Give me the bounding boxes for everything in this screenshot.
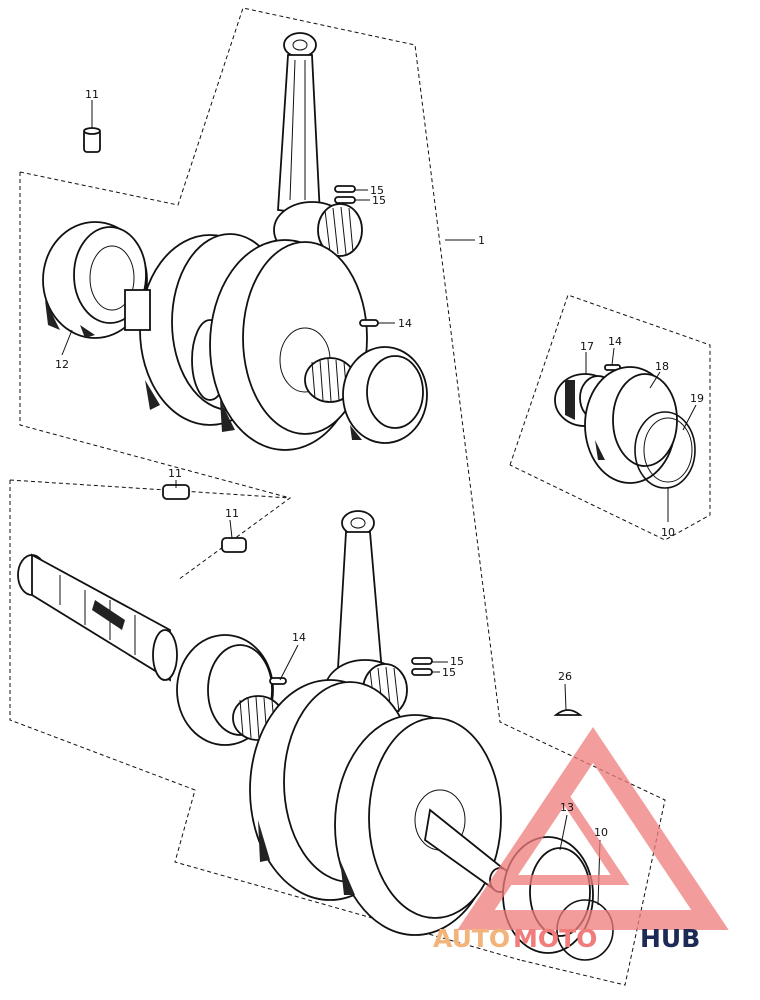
watermark-hub-text: HUB	[640, 924, 700, 953]
callout-14-right: 14	[608, 335, 622, 348]
callout-14-upper: 14	[398, 317, 412, 330]
key-14-upper	[359, 319, 379, 327]
pin-15-lower	[411, 657, 433, 676]
bearing-group-outline	[509, 294, 711, 541]
assembly-outline-lower	[9, 479, 521, 961]
callout-17: 17	[580, 340, 594, 353]
callout-19: 19	[690, 392, 704, 405]
watermark-inner-triangle-icon	[490, 780, 630, 885]
dowel-11-upper	[83, 127, 101, 153]
callout-15-upper-a: 15	[370, 184, 384, 197]
callout-13: 13	[560, 801, 574, 814]
callout-15-lower-a: 15	[450, 655, 464, 668]
callout-12: 12	[55, 358, 69, 371]
callout-labels: 1 11 15 15 14 12 11 11 17 14 18 19 10 14…	[55, 88, 704, 839]
upper-left-bearing	[42, 221, 148, 339]
callout-15-lower-b: 15	[442, 666, 456, 679]
callout-1: 1	[478, 234, 485, 247]
watermark-moto-text: MOTO	[513, 924, 597, 953]
bearing-18	[584, 366, 678, 484]
snap-ring-19	[634, 411, 696, 489]
lower-shaft	[17, 553, 178, 682]
callout-15-upper-b: 15	[372, 194, 386, 207]
upper-right-flywheel	[209, 239, 368, 451]
callout-10-right: 10	[661, 526, 675, 539]
callout-11-mid: 11	[168, 467, 182, 480]
callout-10-lower: 10	[594, 826, 608, 839]
watermark-logo	[457, 727, 729, 930]
callout-18: 18	[655, 360, 669, 373]
callout-14-lower: 14	[292, 631, 306, 644]
callout-26: 26	[558, 670, 572, 683]
upper-connecting-rod	[273, 32, 363, 259]
pin-15-upper	[334, 185, 356, 204]
upper-outer-race	[342, 346, 428, 444]
key-14-lower	[269, 677, 287, 685]
dowel-11-lower	[221, 537, 247, 553]
callout-11-lower: 11	[225, 507, 239, 520]
callout-11-upper: 11	[85, 88, 99, 101]
woodruff-key-26	[553, 709, 583, 716]
watermark-auto-text: AUTO	[433, 924, 510, 953]
